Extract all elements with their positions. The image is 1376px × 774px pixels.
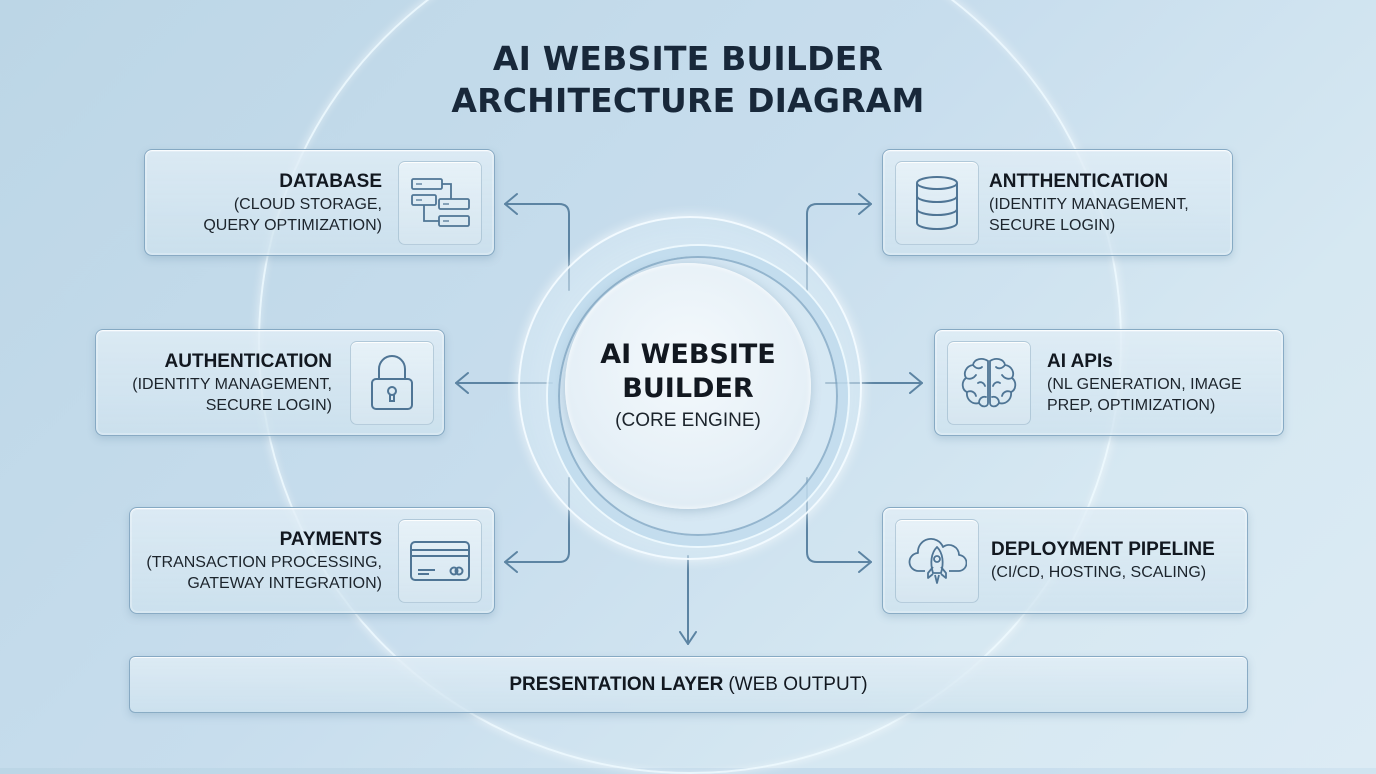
node-desc: (TRANSACTION PROCESSING,	[146, 553, 382, 571]
node-authentication-left[interactable]: AUTHENTICATION (IDENTITY MANAGEMENT, SEC…	[95, 329, 445, 436]
core-engine-node[interactable]: AI WEBSITE BUILDER (CORE ENGINE)	[565, 263, 811, 509]
node-title: AUTHENTICATION	[164, 350, 332, 372]
presentation-layer-title: PRESENTATION LAYER	[509, 673, 724, 695]
node-desc: (CI/CD, HOSTING, SCALING)	[991, 564, 1207, 581]
node-desc: QUERY OPTIMIZATION)	[203, 216, 382, 234]
core-title-line-2: BUILDER	[622, 373, 754, 404]
node-desc: (CLOUD STORAGE,	[233, 195, 382, 213]
node-title: DATABASE	[279, 170, 382, 192]
core-title-line-1: AI WEBSITE	[600, 339, 776, 370]
node-deployment-pipeline[interactable]: DEPLOYMENT PIPELINE (CI/CD, HOSTING, SCA…	[882, 507, 1248, 614]
node-desc: SECURE LOGIN)	[205, 396, 332, 414]
node-title: PAYMENTS	[279, 528, 382, 550]
title-line-2: ARCHITECTURE DIAGRAM	[451, 81, 925, 120]
title-line-1: AI WEBSITE BUILDER	[492, 39, 884, 78]
lock-icon	[350, 341, 434, 425]
presentation-layer-desc: (WEB OUTPUT)	[728, 673, 868, 695]
node-database[interactable]: DATABASE (CLOUD STORAGE, QUERY OPTIMIZAT…	[144, 149, 495, 256]
node-ai-apis[interactable]: AI APIs (NL GENERATION, IMAGE PREP, OPTI…	[934, 329, 1284, 436]
credit-card-icon	[398, 519, 482, 603]
node-title: AI APIs	[1047, 350, 1113, 372]
database-cylinder-icon	[895, 161, 979, 245]
node-desc: (IDENTITY MANAGEMENT,	[989, 195, 1189, 213]
brain-icon	[947, 341, 1031, 425]
node-desc: SECURE LOGIN)	[989, 216, 1116, 234]
diagram-title: AI WEBSITE BUILDER ARCHITECTURE DIAGRAM	[0, 38, 1376, 122]
node-desc: (NL GENERATION, IMAGE	[1047, 375, 1242, 393]
core-ring	[548, 246, 848, 546]
presentation-layer-bar[interactable]: PRESENTATION LAYER (WEB OUTPUT)	[129, 656, 1248, 713]
node-authentication-right[interactable]: ANTTHENTICATION (IDENTITY MANAGEMENT, SE…	[882, 149, 1233, 256]
node-desc: (IDENTITY MANAGEMENT,	[132, 375, 332, 393]
database-schema-icon	[398, 161, 482, 245]
cloud-rocket-icon	[895, 519, 979, 603]
node-title: DEPLOYMENT PIPELINE	[991, 539, 1215, 560]
node-desc: PREP, OPTIMIZATION)	[1047, 396, 1216, 414]
node-desc: GATEWAY INTEGRATION)	[187, 574, 382, 592]
core-subtitle: (CORE ENGINE)	[615, 410, 761, 431]
node-title: ANTTHENTICATION	[989, 170, 1169, 192]
node-payments[interactable]: PAYMENTS (TRANSACTION PROCESSING, GATEWA…	[129, 507, 495, 614]
